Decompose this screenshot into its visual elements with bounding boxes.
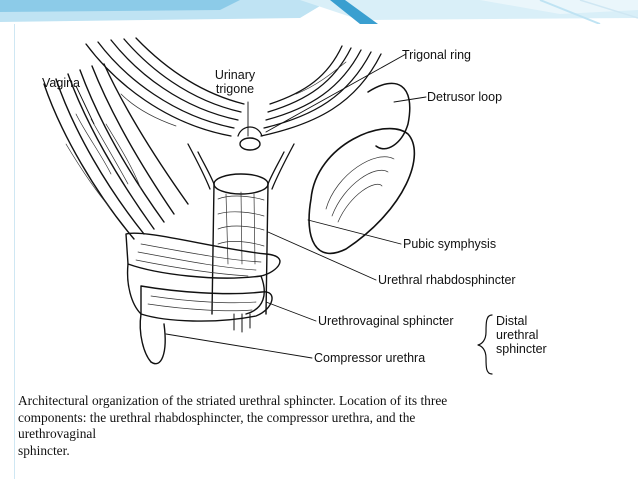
label-distal-line2: urethral: [496, 328, 539, 342]
top-accent-band: [0, 0, 638, 24]
label-distal-urethral-sphincter: Distal urethral sphincter: [496, 314, 547, 356]
caption-line1: Architectural organization of the striat…: [18, 393, 448, 408]
label-urethrovaginal-sphincter: Urethrovaginal sphincter: [318, 314, 454, 328]
label-urethral-rhabdosphincter: Urethral rhabdosphincter: [378, 273, 516, 287]
figure-caption: Architectural organization of the striat…: [18, 393, 618, 459]
label-pubic-symphysis: Pubic symphysis: [403, 237, 497, 251]
label-compressor-urethra: Compressor urethra: [314, 351, 426, 365]
label-urinary-trigone-line2: trigone: [215, 82, 255, 96]
left-accent-rule: [14, 24, 15, 479]
label-urinary-trigone: Urinary trigone: [205, 68, 265, 96]
label-trigonal-ring: Trigonal ring: [402, 48, 472, 62]
label-distal-line1: Distal: [496, 314, 528, 328]
caption-line4: sphincter.: [18, 442, 70, 458]
label-detrusor-loop: Detrusor loop: [427, 90, 503, 104]
label-urinary-trigone-line1: Urinary: [214, 68, 256, 82]
sphincter-diagram: [16, 24, 638, 382]
label-distal-line3: sphincter: [496, 342, 547, 356]
label-vagina: Vagina: [42, 76, 80, 90]
caption-line2: components: the urethral rhabdosphincter…: [18, 409, 416, 425]
caption-line3: urethrovaginal: [18, 426, 97, 441]
